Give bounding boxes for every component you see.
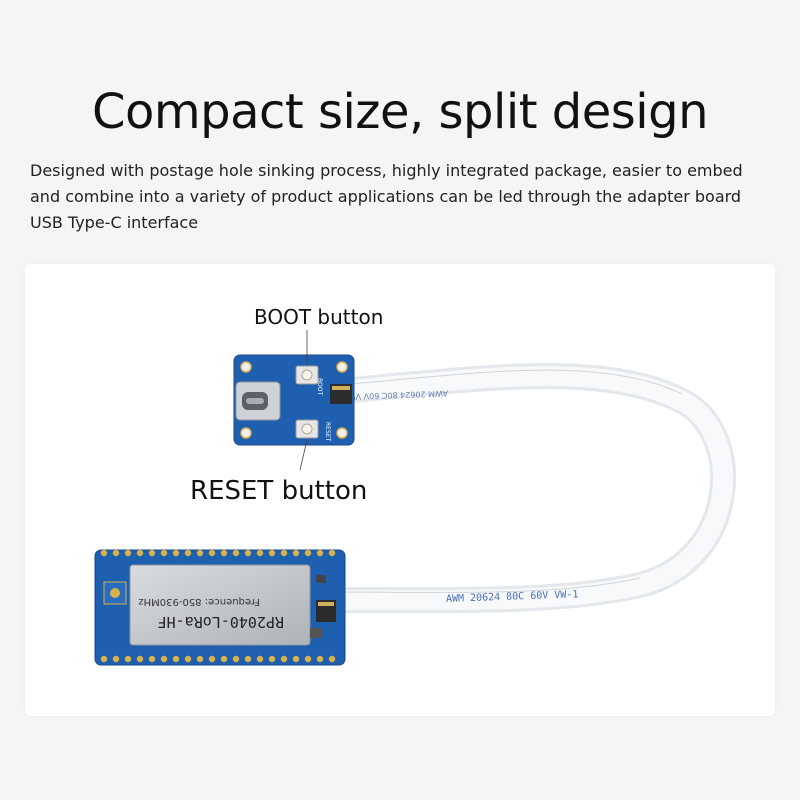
castellated-pad xyxy=(208,655,216,663)
boot-button[interactable] xyxy=(295,365,319,385)
castellated-pad xyxy=(292,655,300,663)
castellated-pad xyxy=(160,655,168,663)
castellated-pad xyxy=(124,655,132,663)
castellated-pad xyxy=(196,655,204,663)
castellated-pad xyxy=(196,549,204,557)
castellated-pad xyxy=(304,655,312,663)
castellated-pad xyxy=(136,655,144,663)
castellated-pad xyxy=(148,655,156,663)
castellated-pad xyxy=(328,655,336,663)
boot-silk: BOOT xyxy=(316,378,323,395)
castellated-pad xyxy=(304,549,312,557)
castellated-pad xyxy=(256,549,264,557)
castellated-pad xyxy=(172,549,180,557)
reset-button-label: RESET button xyxy=(190,476,368,506)
castellated-pad xyxy=(268,655,276,663)
usb-c-connector xyxy=(235,381,281,421)
castellated-pad xyxy=(328,549,336,557)
castellated-pad xyxy=(208,549,216,557)
reset-pointer xyxy=(299,439,308,471)
castellated-pad xyxy=(220,549,228,557)
cable-print-bottom: AWM 20624 80C 60V VW-1 xyxy=(446,589,579,605)
castellated-pad xyxy=(232,655,240,663)
castellated-pad xyxy=(184,655,192,663)
reset-button[interactable] xyxy=(295,419,319,439)
castellated-pad xyxy=(136,549,144,557)
castellated-pad xyxy=(220,655,228,663)
castellated-pad xyxy=(100,549,108,557)
castellated-pad xyxy=(100,655,108,663)
castellated-pad xyxy=(148,549,156,557)
boot-button-label: BOOT button xyxy=(254,305,384,329)
castellated-pad xyxy=(316,655,324,663)
reset-silk: RESET xyxy=(324,422,331,442)
castellated-pads-bottom xyxy=(100,655,336,663)
adapter-board: BOOT RESET xyxy=(233,354,355,446)
castellated-pad xyxy=(244,655,252,663)
rp2040-lora-board: Frequence: 850-930MHz RP2040-LoRa-HF xyxy=(94,549,346,666)
description-text: Designed with postage hole sinking proce… xyxy=(30,161,743,232)
castellated-pad xyxy=(160,549,168,557)
castellated-pad xyxy=(256,655,264,663)
castellated-pad xyxy=(112,549,120,557)
castellated-pad xyxy=(280,549,288,557)
board-model: RP2040-LoRa-HF xyxy=(158,613,284,631)
castellated-pad xyxy=(316,549,324,557)
board-frequency: Frequence: 850-930MHz xyxy=(138,596,260,607)
page-title: Compact size, split design xyxy=(91,84,709,140)
castellated-pad xyxy=(280,655,288,663)
castellated-pad xyxy=(232,549,240,557)
cable-print-top: AWM 20624 80C 60V VW-1 xyxy=(340,389,448,402)
castellated-pad xyxy=(184,549,192,557)
castellated-pad xyxy=(112,655,120,663)
castellated-pad xyxy=(268,549,276,557)
castellated-pad xyxy=(292,549,300,557)
castellated-pad xyxy=(172,655,180,663)
castellated-pad xyxy=(244,549,252,557)
castellated-pad xyxy=(124,549,132,557)
castellated-pads-top xyxy=(100,549,336,557)
